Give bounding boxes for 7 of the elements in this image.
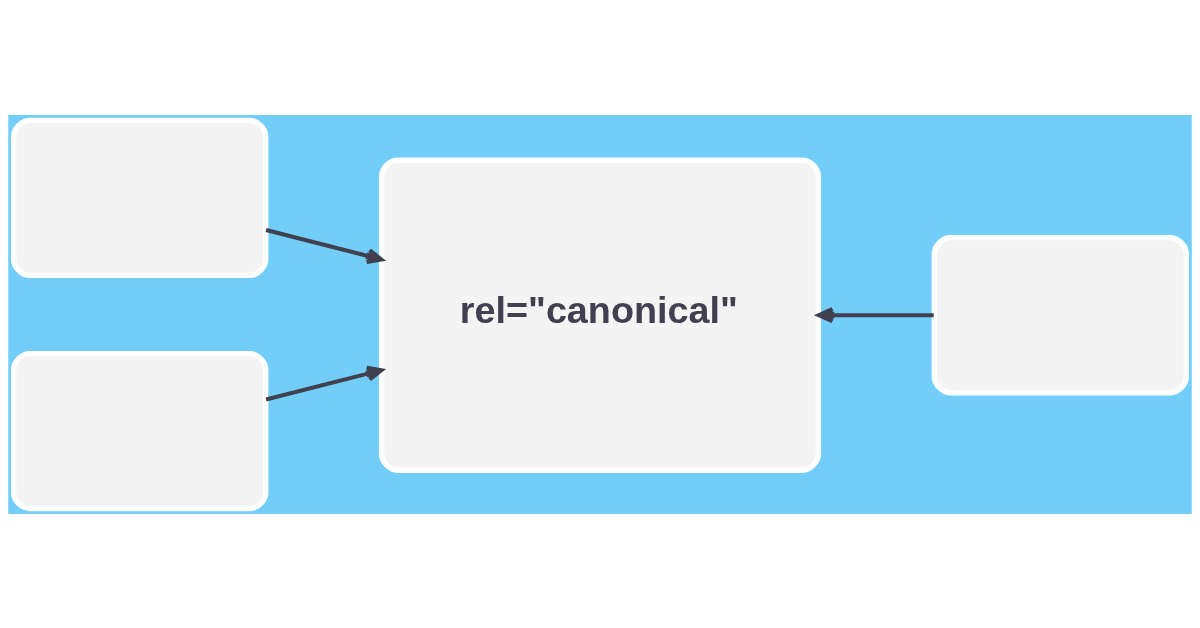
arrow: [816, 306, 934, 323]
arrow: [265, 227, 384, 264]
arrow: [265, 365, 384, 401]
node-box: [931, 234, 1190, 395]
node-box: rel="canonical": [378, 156, 822, 473]
node-box: [10, 117, 269, 278]
node-box: [10, 350, 269, 511]
